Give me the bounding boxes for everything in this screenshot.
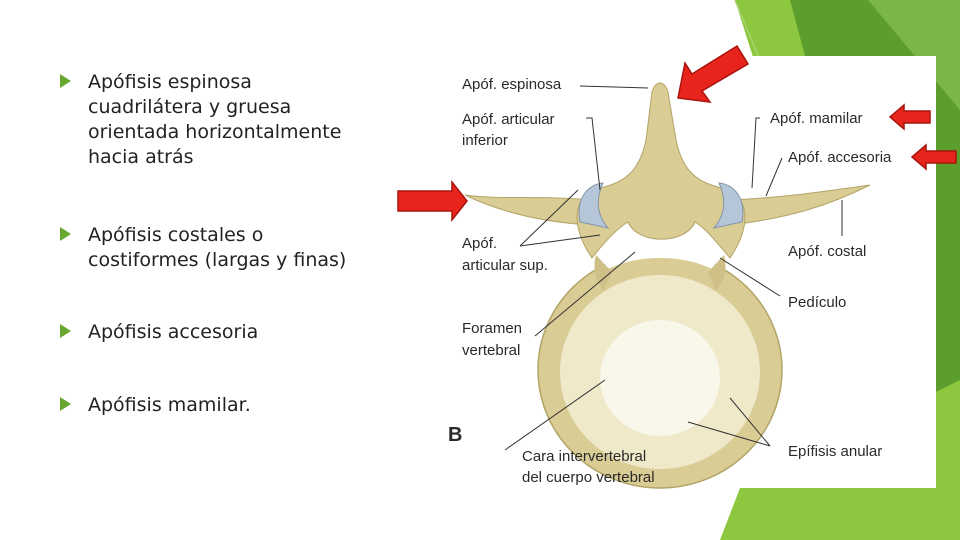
bullet-text: Apófisis mamilar. xyxy=(88,394,251,416)
bullet-arrow-icon xyxy=(60,227,71,241)
pedicle-left xyxy=(594,255,612,290)
label-pediculo: Pedículo xyxy=(788,294,846,311)
panel-letter: B xyxy=(448,424,462,446)
label-apof-articular-inferior: Apóf. articular xyxy=(462,111,555,128)
costal-process-left xyxy=(464,194,591,226)
label-apof-espinosa: Apóf. espinosa xyxy=(462,76,562,93)
bullet-item: Apófisis espinosa cuadrilátera y gruesa … xyxy=(60,70,400,170)
label-apof-accesoria: Apóf. accesoria xyxy=(788,149,892,166)
bullet-arrow-icon xyxy=(60,397,71,411)
vertebral-foramen xyxy=(602,239,718,272)
articular-facet-left xyxy=(578,182,610,229)
label-apof-articular-sup-2: articular sup. xyxy=(462,257,548,274)
red-arrow-accesoria-icon xyxy=(910,143,957,171)
label-apof-costal: Apóf. costal xyxy=(788,243,866,260)
label-cara-intervertebral: Cara intervertebral xyxy=(522,448,646,465)
bullet-item: Apófisis mamilar. xyxy=(60,393,400,418)
green-thin-line xyxy=(734,0,761,61)
articular-facet-right xyxy=(712,182,744,229)
red-arrow-costal-icon xyxy=(397,179,468,223)
bullet-text: Apófisis accesoria xyxy=(88,321,259,343)
highlight-arrows xyxy=(397,44,957,223)
label-cara-intervertebral-2: del cuerpo vertebral xyxy=(522,469,655,486)
vertebra-illustration xyxy=(464,82,871,489)
label-apof-articular-sup: Apóf. xyxy=(462,235,497,252)
label-foramen-vertebral-2: vertebral xyxy=(462,342,520,359)
bullet-text: Apófisis espinosa cuadrilátera y gruesa … xyxy=(88,71,342,168)
figure-labels: Apóf. espinosa Apóf. articular inferior … xyxy=(448,76,892,486)
bullet-text: Apófisis costales o costiformes (largas … xyxy=(88,224,347,271)
bullet-item: Apófisis accesoria xyxy=(60,320,400,345)
bullet-arrow-icon xyxy=(60,324,71,338)
green-panel-top xyxy=(868,0,960,110)
label-apof-articular-inferior-2: inferior xyxy=(462,132,508,149)
red-arrow-mamilar-icon xyxy=(888,103,931,131)
leader-lines xyxy=(504,85,843,451)
label-epifisis-anular: Epífisis anular xyxy=(788,443,882,460)
red-arrow-espinosa-icon xyxy=(677,44,750,103)
label-apof-mamilar: Apóf. mamilar xyxy=(770,110,863,127)
label-foramen-vertebral: Foramen xyxy=(462,320,522,337)
vertebral-body-highlight xyxy=(600,320,720,436)
costal-process-right xyxy=(729,184,871,226)
bullet-item: Apófisis costales o costiformes (largas … xyxy=(60,223,400,273)
bullet-arrow-icon xyxy=(60,74,71,88)
pedicle-right xyxy=(708,255,726,290)
